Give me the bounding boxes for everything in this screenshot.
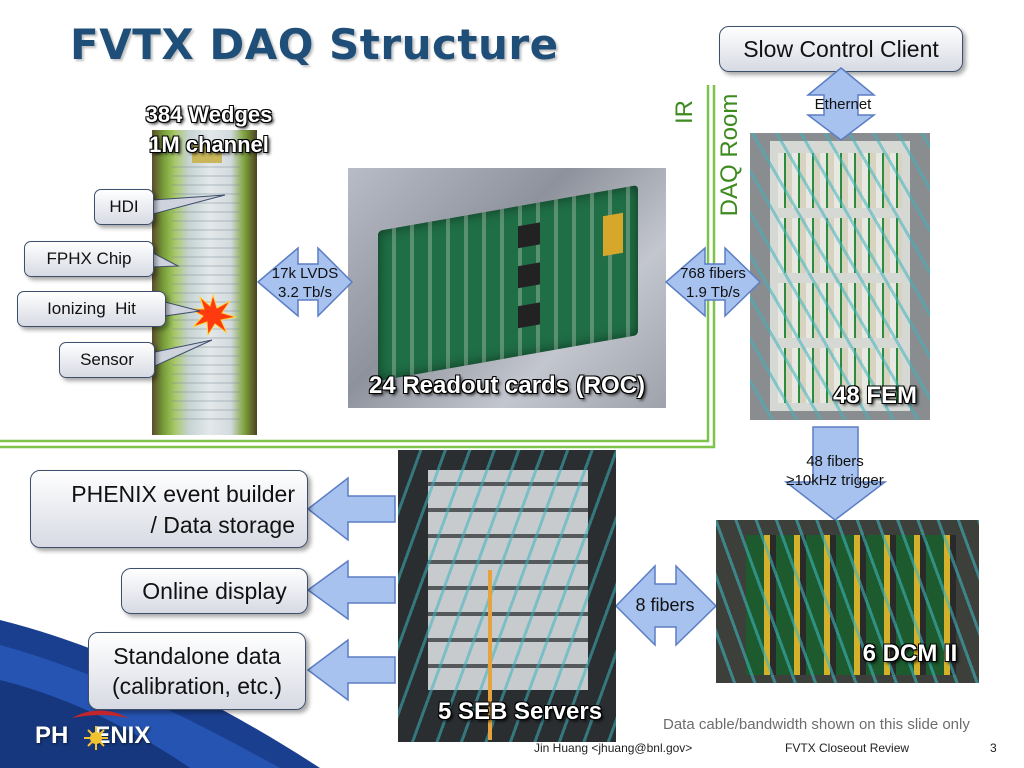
data-storage-text: / Data storage <box>150 512 295 538</box>
slide-title: FVTX DAQ Structure <box>70 20 559 69</box>
roc-label: 24 Readout cards (ROC) <box>368 372 646 399</box>
dcm-crate-photo <box>716 520 979 683</box>
ionizing-hit-star-icon <box>189 293 237 337</box>
fibers-48-down-arrow <box>783 426 888 521</box>
calibration-text: (calibration, etc.) <box>111 673 282 699</box>
fibers-768-double-arrow <box>664 246 762 318</box>
lvds-count: 17k LVDS <box>271 265 339 282</box>
lvds-bandwidth: 3.2 Tb/s <box>278 284 332 301</box>
seb-servers-photo <box>398 450 616 742</box>
lvds-double-arrow <box>256 246 354 318</box>
fibers-48-count: 48 fibers <box>806 453 864 470</box>
lvds-label: 17k LVDS 3.2 Tb/s <box>255 264 355 302</box>
footer-author: Jin Huang <jhuang@bnl.gov> <box>534 741 693 755</box>
online-display-box: Online display <box>121 568 308 614</box>
ethernet-label: Ethernet <box>814 96 872 113</box>
page-number: 3 <box>990 741 997 755</box>
wedges-count: 384 Wedges <box>145 102 273 127</box>
fibers-768-count: 768 fibers <box>680 265 746 282</box>
online-display-arrow <box>306 559 396 621</box>
fibers-48-label: 48 fibers ≥10kHz trigger <box>770 452 900 490</box>
ionizing-hit-callout: Ionizing Hit <box>17 291 166 327</box>
phenix-bird-icon <box>72 710 128 750</box>
fphx-chip-callout: FPHX Chip <box>24 241 154 277</box>
seb-label: 5 SEB Servers <box>437 698 603 725</box>
bandwidth-note: Data cable/bandwidth shown on this slide… <box>663 716 970 733</box>
trigger-rate: ≥10kHz trigger <box>786 472 884 489</box>
dcm-label: 6 DCM II <box>862 640 958 667</box>
standalone-arrow <box>306 638 396 702</box>
sensor-callout: Sensor <box>59 342 155 378</box>
fibers-8-label: 8 fibers <box>635 595 695 615</box>
hdi-callout: HDI <box>94 189 154 225</box>
callout-pointers <box>152 194 226 367</box>
event-builder-text: PHENIX event builder <box>71 481 295 507</box>
standalone-data-text: Standalone data <box>113 643 281 669</box>
roc-photo <box>348 168 666 408</box>
slow-control-client-box: Slow Control Client <box>719 26 963 72</box>
detector-wedge-photo <box>152 130 257 435</box>
fibers-768-label: 768 fibers 1.9 Tb/s <box>663 264 763 302</box>
fem-rack-photo <box>750 133 930 420</box>
footer-title: FVTX Closeout Review <box>785 741 910 755</box>
event-builder-arrow <box>306 476 396 542</box>
fibers-768-bandwidth: 1.9 Tb/s <box>686 284 740 301</box>
channel-count: 1M channel <box>149 132 269 157</box>
wedges-label: 384 Wedges 1M channel <box>125 100 293 160</box>
fem-label: 48 FEM <box>832 382 918 409</box>
logo-left-text: PH <box>35 722 69 749</box>
event-builder-box: PHENIX event builder / Data storage <box>30 470 308 548</box>
standalone-data-box: Standalone data (calibration, etc.) <box>88 632 306 710</box>
ethernet-double-arrow <box>805 67 877 141</box>
